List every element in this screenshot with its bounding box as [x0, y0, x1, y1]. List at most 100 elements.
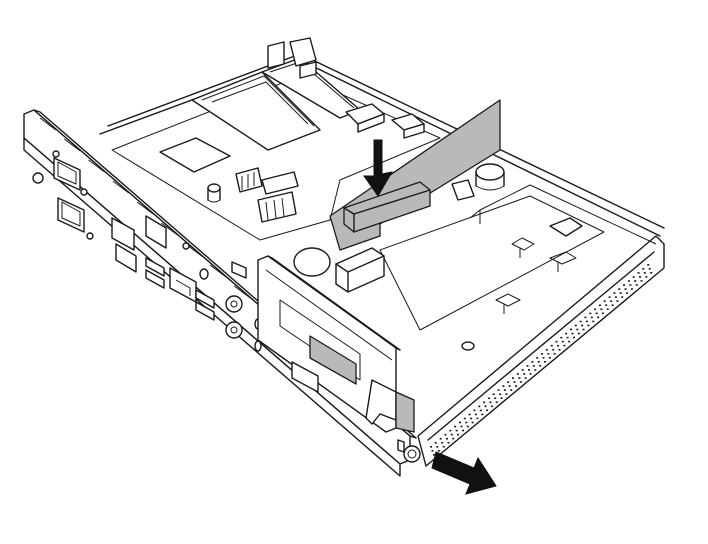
standoff: [461, 341, 475, 351]
header-pins: [235, 167, 299, 223]
vent-hole: [434, 442, 437, 444]
right-capacitor: [475, 163, 505, 181]
vent-hole: [436, 446, 439, 448]
vent-hole: [481, 413, 484, 416]
vent-hole: [457, 433, 460, 436]
vent-hole: [550, 344, 553, 347]
panel-slot: [233, 285, 251, 299]
io-ports: [32, 150, 262, 352]
vent-hole: [529, 373, 532, 375]
vent-hole: [606, 308, 609, 310]
vent-hole: [595, 312, 598, 315]
vent-hole: [542, 357, 545, 359]
riser-card: [329, 99, 501, 293]
capacitor: [207, 183, 221, 193]
vent-hole: [487, 397, 490, 400]
vent-hole: [430, 446, 432, 448]
vent-hole: [632, 276, 635, 278]
vent-hole: [582, 328, 585, 331]
vent-hole: [547, 353, 550, 355]
vent-hole: [532, 365, 535, 367]
vent-hole: [587, 324, 590, 327]
vent-hole: [603, 300, 606, 302]
vent-hole: [452, 437, 455, 440]
vent-hole: [460, 425, 463, 428]
vent-hole: [645, 276, 648, 278]
vent-hole: [565, 332, 568, 335]
vent-hole: [507, 381, 510, 383]
vent-hole: [621, 296, 624, 298]
vent-hole: [513, 381, 516, 383]
vent-hole: [574, 324, 577, 327]
vent-hole: [601, 312, 604, 315]
vent-hole: [618, 288, 621, 290]
vent-hole: [439, 437, 442, 440]
vent-hole: [605, 304, 608, 306]
insert-card-arrow: [363, 139, 393, 197]
vent-hole: [524, 377, 527, 379]
vent-hole: [454, 425, 457, 428]
vent-hole: [518, 377, 521, 379]
vent-hole: [526, 365, 529, 367]
vent-hole: [512, 377, 514, 379]
vent-hole: [483, 401, 486, 404]
vent-hole: [630, 288, 633, 290]
vent-hole: [478, 405, 481, 408]
vent-hole: [590, 316, 593, 319]
vent-hole: [619, 292, 622, 294]
vent-hole: [531, 361, 534, 363]
vent-hole: [437, 450, 440, 452]
vent-hole: [508, 385, 511, 387]
vent-hole: [537, 361, 540, 363]
vent-hole: [431, 450, 434, 452]
vent-hole: [571, 332, 574, 335]
vent-hole: [455, 429, 458, 432]
vent-hole: [560, 336, 563, 339]
vent-hole: [492, 393, 495, 395]
vent-hole: [642, 268, 645, 270]
vent-hole: [476, 417, 479, 420]
vent-hole: [470, 417, 473, 420]
vent-hole: [650, 272, 653, 274]
vent-hole: [611, 304, 614, 306]
vent-hole: [626, 292, 628, 294]
vent-hole: [557, 344, 559, 347]
vent-hole: [519, 381, 522, 383]
vent-hole: [449, 429, 452, 432]
chipset: [159, 137, 231, 173]
vent-hole: [541, 353, 543, 355]
vent-hole: [442, 445, 445, 448]
mounting-plate: [379, 195, 605, 351]
vent-hole: [463, 417, 466, 420]
vent-hole: [462, 429, 464, 432]
vent-hole: [521, 369, 524, 371]
vent-hole: [568, 340, 571, 343]
vent-hole: [545, 349, 548, 351]
vent-hole: [500, 397, 503, 399]
vent-hole: [589, 312, 592, 315]
vent-hole: [459, 421, 461, 424]
vent-hole: [544, 361, 546, 363]
vent-hole: [523, 373, 526, 375]
vent-hole: [573, 336, 575, 339]
vent-hole: [486, 409, 489, 412]
vent-hole: [639, 276, 641, 278]
vent-hole: [610, 300, 613, 302]
vent-hole: [581, 324, 584, 327]
vent-hole: [502, 385, 505, 387]
panel-slot: [161, 222, 178, 236]
vent-hole: [637, 272, 640, 274]
vent-hole: [489, 401, 492, 404]
vent-hole: [484, 405, 487, 408]
vent-hole: [555, 340, 558, 343]
vent-hole: [616, 300, 619, 302]
vent-hole: [577, 332, 580, 335]
vent-hole: [548, 357, 551, 359]
vent-hole: [471, 421, 474, 424]
vent-hole: [505, 393, 508, 395]
vent-hole: [494, 397, 497, 399]
pull-bracket-arrow: [431, 451, 497, 495]
vent-hole: [515, 385, 517, 387]
